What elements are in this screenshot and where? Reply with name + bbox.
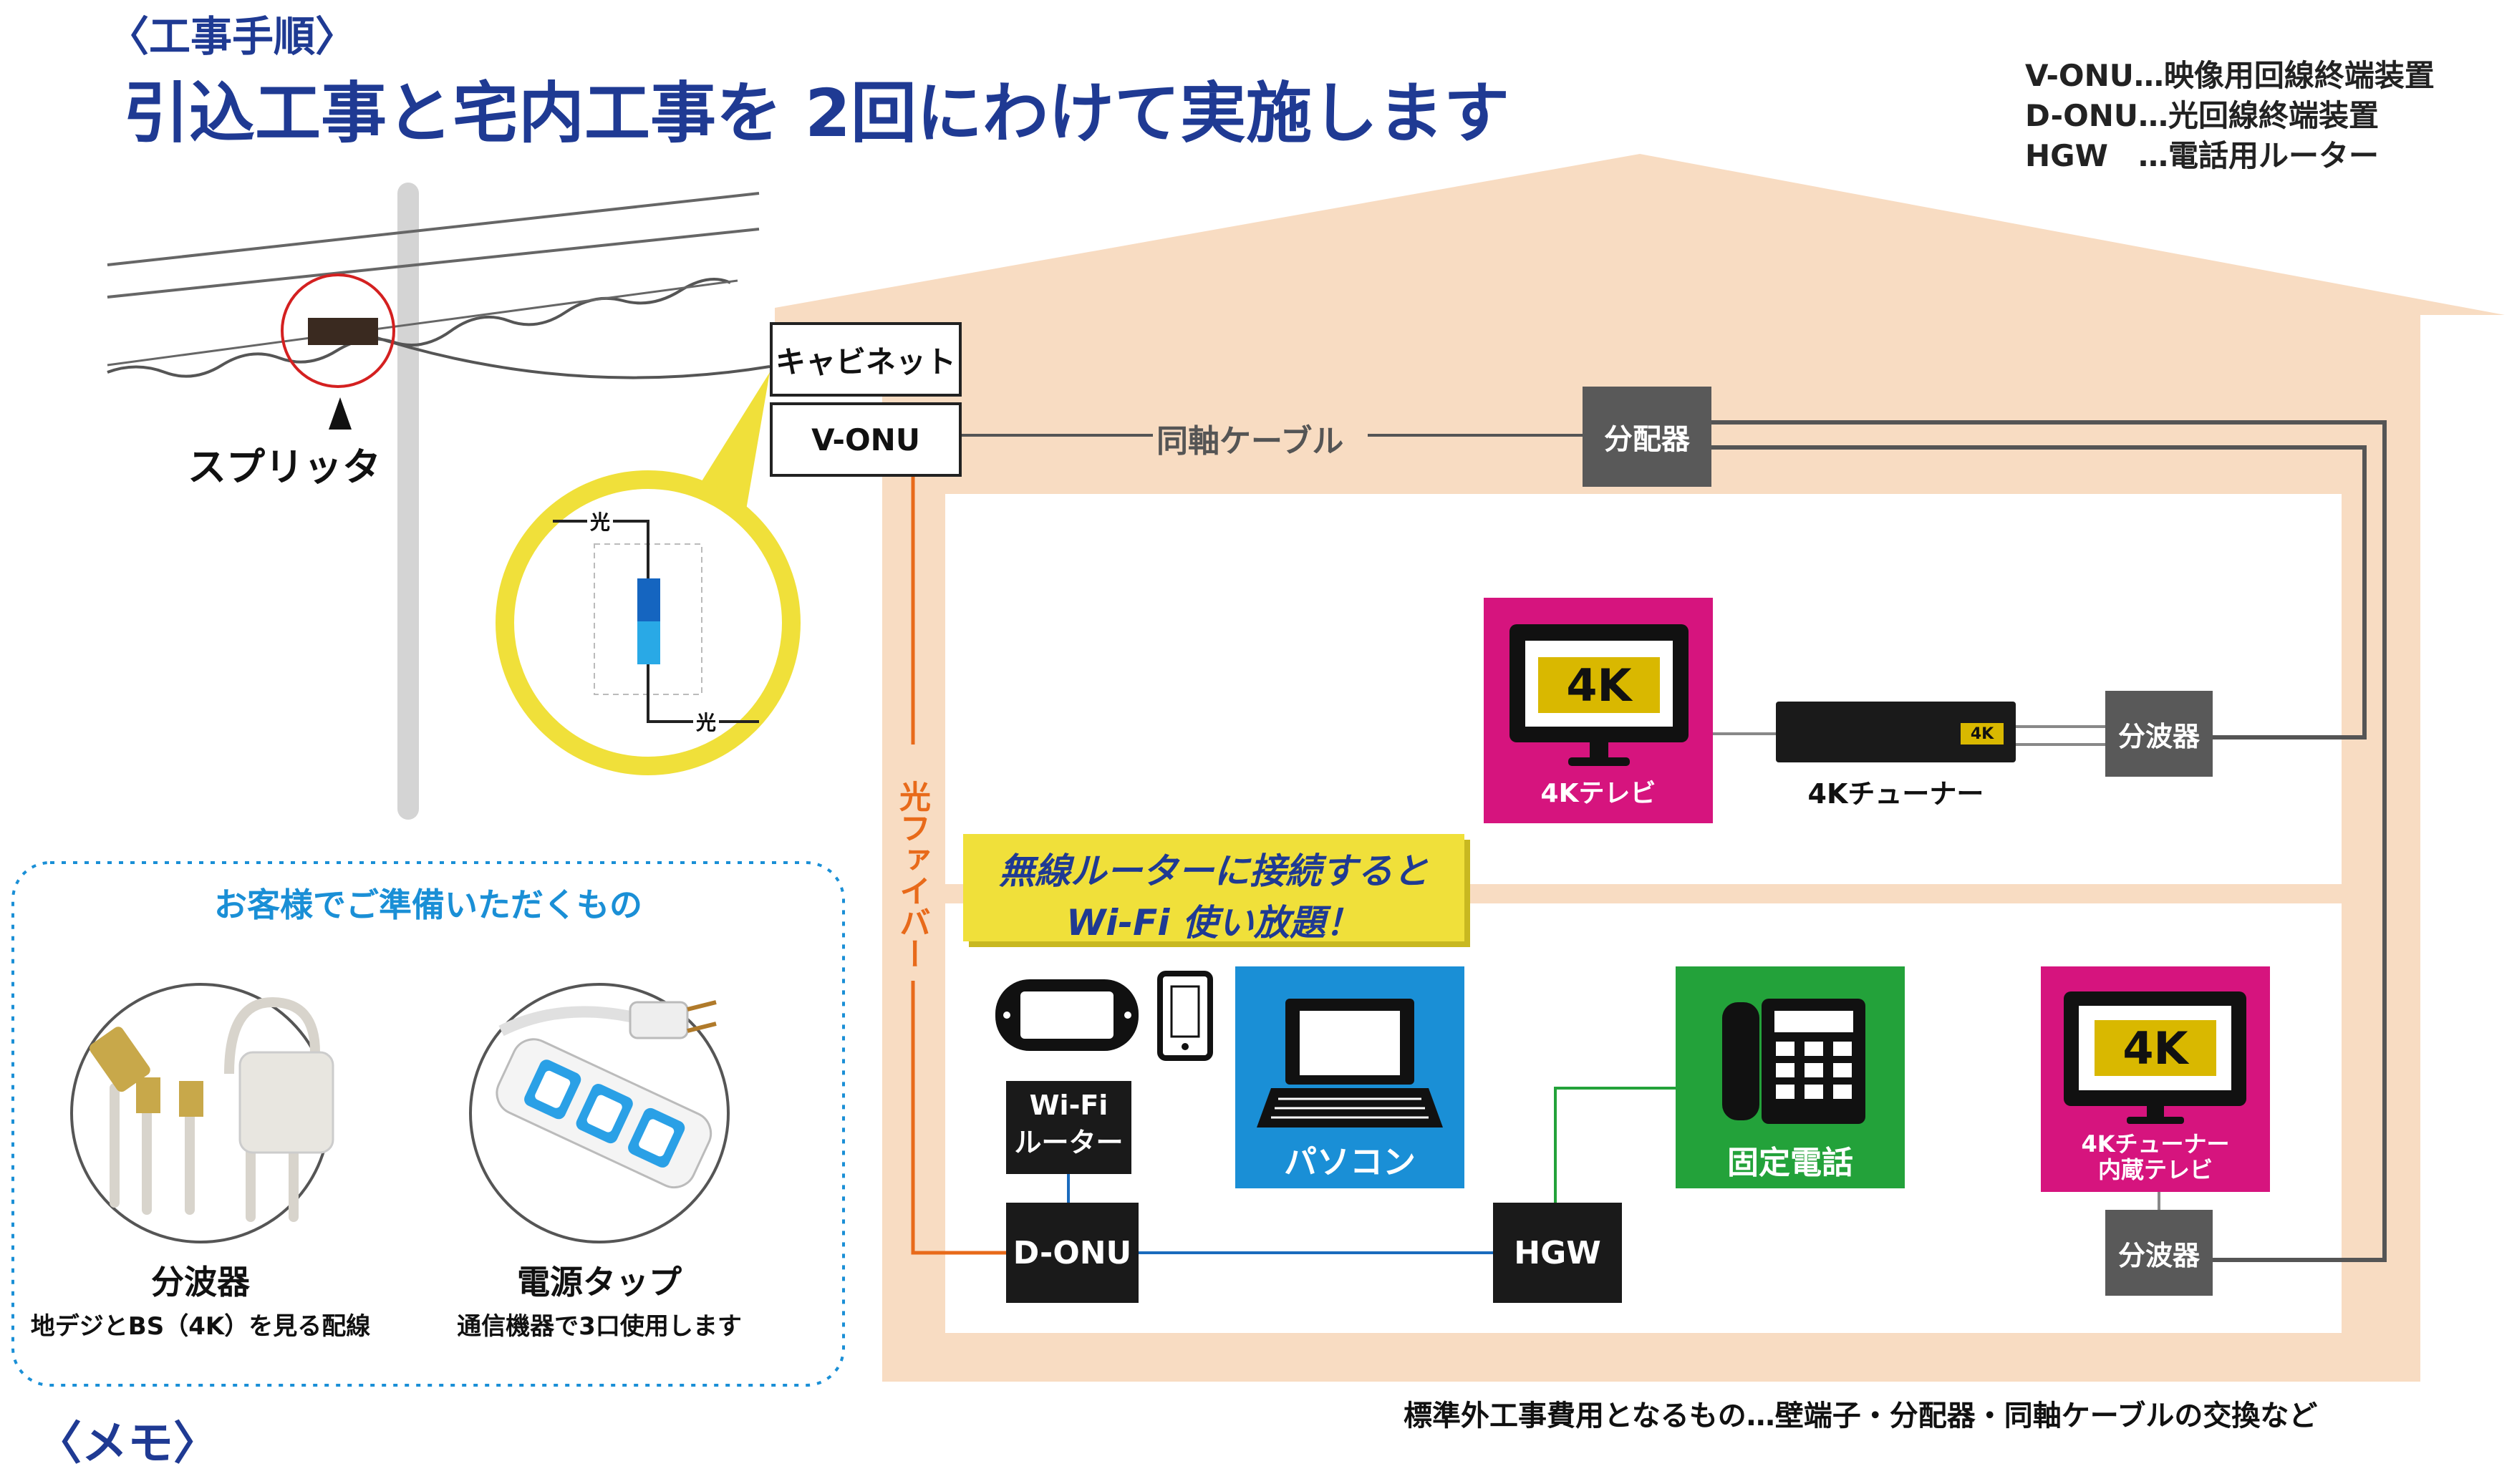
hgw-label: HGW xyxy=(1514,1234,1601,1271)
donu-box xyxy=(1006,1203,1139,1303)
wifi-promo-banner: 無線ルーターに接続すると Wi-Fi 使い放題！ xyxy=(963,834,1464,944)
bunpaiki-label: 分配器 xyxy=(1604,423,1690,456)
prep-title: お客様でご準備いただくもの xyxy=(214,886,642,924)
wifi-router-box xyxy=(1006,1081,1131,1174)
pc-label: パソコン xyxy=(1284,1143,1416,1181)
footer-note: 標準外工事費用となるもの…壁端子・分配器・同軸ケーブルの交換など xyxy=(1404,1400,2318,1432)
messenger-wire xyxy=(107,278,731,378)
tv4k-badge: 4K xyxy=(1566,659,1632,712)
prep-item1-desc: 地デジとBS（4K）を見る配線 xyxy=(30,1312,371,1341)
prep-item2-desc: 通信機器で3口使用します xyxy=(457,1312,742,1341)
tv4k-builtin-badge: 4K xyxy=(2122,1022,2188,1075)
section-subtitle: 〈工事手順〉 xyxy=(107,12,357,61)
hgw-box xyxy=(1493,1203,1622,1303)
tuner-label: 4Kチューナー xyxy=(1807,777,1984,810)
bunpaki-box-upper: 分波器 xyxy=(2105,691,2213,777)
hikari-label-bottom: 光 xyxy=(693,707,720,736)
donu-label: D-ONU xyxy=(1013,1234,1132,1271)
tv4k-badge-bg xyxy=(1538,657,1660,713)
legend-vonu: V-ONU…映像用回線終端装置 xyxy=(2025,58,2435,93)
bunpaki-box-lower: 分波器 xyxy=(2105,1210,2213,1296)
cabinet-label: キャビネット xyxy=(775,344,956,379)
tv4k-builtin-badge-bg xyxy=(2095,1020,2216,1076)
splitter-highlight-circle xyxy=(281,273,395,388)
tuner-box xyxy=(1776,702,2016,762)
bunpaiki-box: 分配器 xyxy=(1583,387,1711,487)
prep-item1-name: 分波器 xyxy=(151,1263,250,1301)
splitter-pointer xyxy=(329,397,352,430)
memo-label: 〈メモ〉 xyxy=(36,1417,219,1470)
legend-hgw: HGW …電話用ルーター xyxy=(2025,138,2379,173)
tuner-badge: 4K xyxy=(1970,724,1994,743)
hikari-label-top: 光 xyxy=(587,507,614,535)
splitter-label: スプリッタ xyxy=(188,445,381,490)
utility-pole xyxy=(397,183,419,820)
tv4k-builtin-label: 4Kチューナー 内蔵テレビ xyxy=(2081,1130,2230,1183)
abbreviation-legend: V-ONU…映像用回線終端装置 D-ONU…光回線終端装置 HGW …電話用ルー… xyxy=(2025,56,2435,176)
tv4k-label: 4Kテレビ xyxy=(1540,779,1656,808)
vonu-label: V-ONU xyxy=(811,422,920,457)
legend-donu: D-ONU…光回線終端装置 xyxy=(2025,98,2380,133)
wifi-promo-line2: Wi-Fi 使い放題！ xyxy=(1066,902,1361,944)
optical-splice-bottom xyxy=(637,621,660,664)
page-title: 引込工事と宅内工事を 2回にわけて実施します xyxy=(123,75,1510,152)
fiber-label: 光ファイバー xyxy=(894,780,930,969)
phone-label: 固定電話 xyxy=(1727,1145,1853,1181)
splitter-box xyxy=(308,318,378,345)
prep-box xyxy=(11,861,845,1387)
wifi-promo-line1: 無線ルーターに接続すると xyxy=(999,850,1429,892)
optical-splice-top xyxy=(637,578,660,621)
prep-item2-name: 電源タップ xyxy=(517,1263,682,1301)
wifi-router-label: Wi-Fi ルーター xyxy=(1014,1090,1124,1158)
coax-cable-label: 同軸ケーブル xyxy=(1156,423,1344,460)
cabinet-box: キャビネット xyxy=(770,322,962,397)
vonu-box: V-ONU xyxy=(770,402,962,477)
